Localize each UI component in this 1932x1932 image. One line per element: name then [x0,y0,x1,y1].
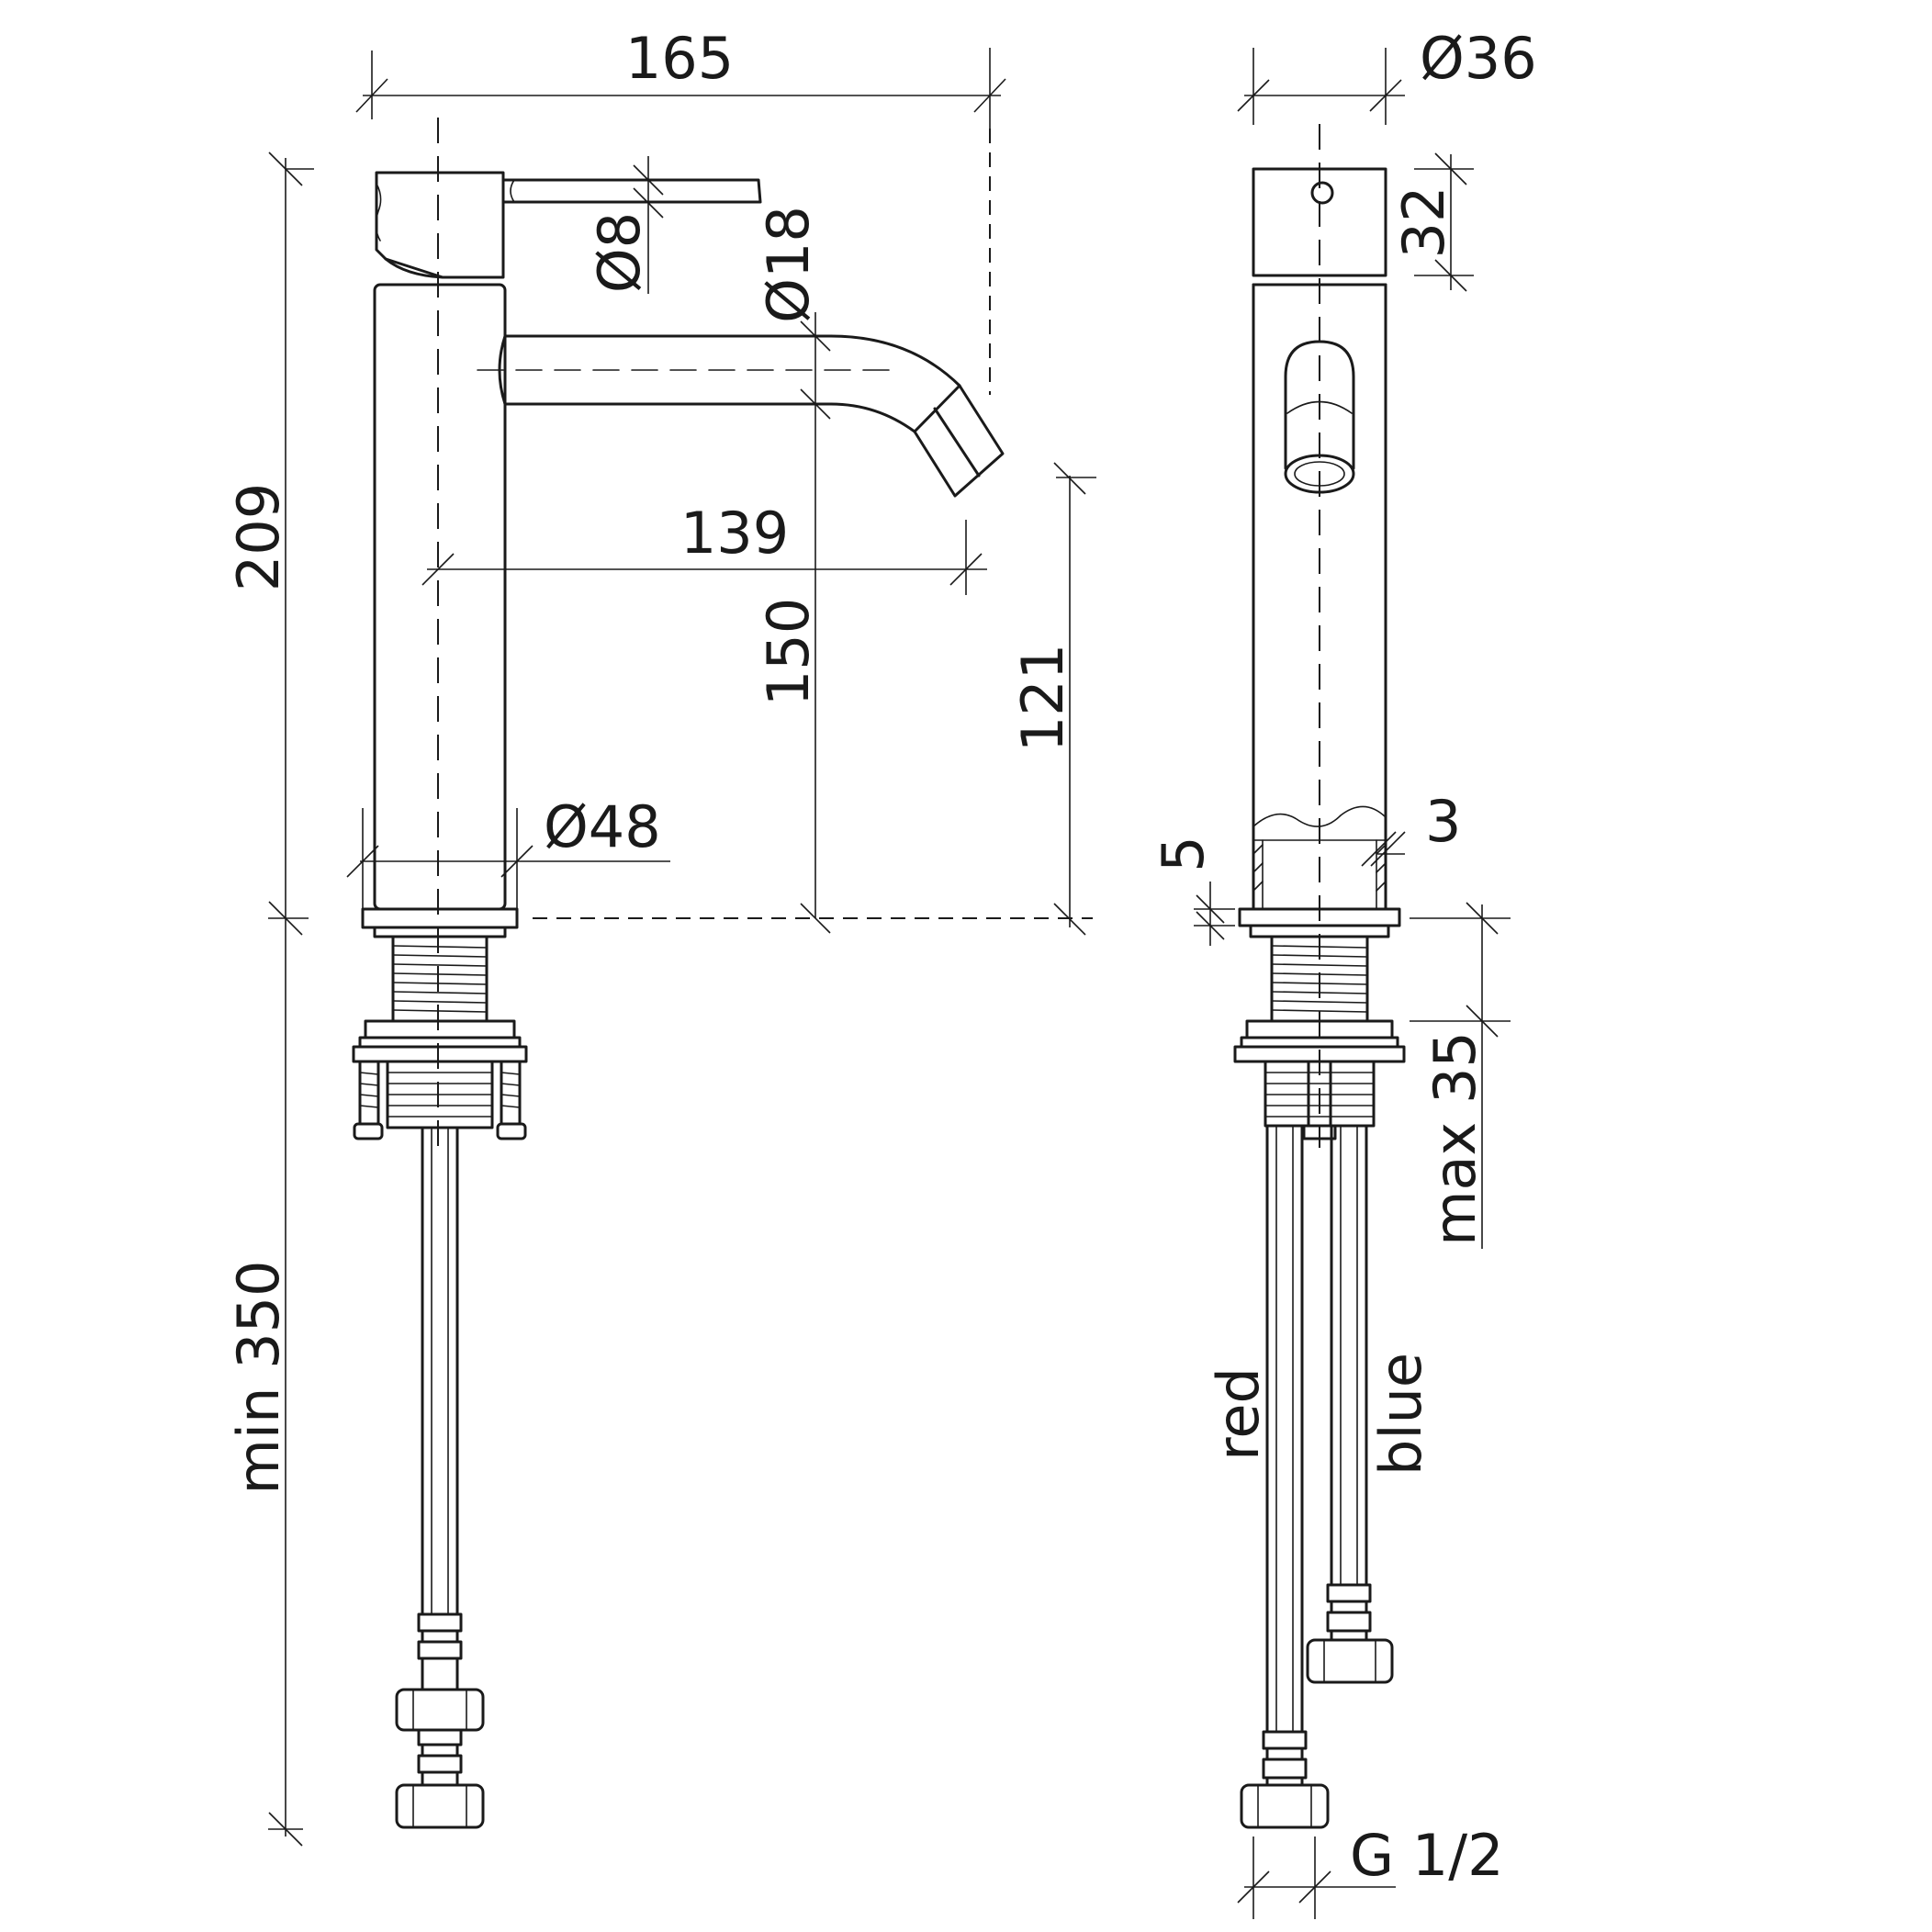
dim-label-139: 139 [680,500,789,567]
side-threaded-shank [1270,935,1369,1023]
dim-label-g12: G 1/2 [1350,1822,1504,1889]
blue-hose [1306,1124,1394,1684]
handle-block [375,171,505,279]
spout-outlet [1284,454,1355,494]
side-view [1233,124,1406,1829]
side-dimensions: Ø36 32 3 5 max 35 red blue [1150,25,1537,1919]
dim-label-165: 165 [625,25,734,92]
spout [503,334,961,388]
base-plate [361,907,519,929]
dim-label-209: 209 [225,483,292,591]
front-hose [421,1126,459,1616]
dim-label-32: 32 [1390,186,1457,259]
mounting-studs [353,1060,527,1140]
red-hose-nut [1240,1783,1330,1829]
lever-arm [501,178,762,204]
blue-hose-nut [1306,1638,1394,1684]
side-spout [1284,340,1355,470]
dim-label-d8: Ø8 [586,212,653,293]
dim-label-d18: Ø18 [755,206,822,323]
hose-label-blue: blue [1367,1353,1434,1476]
front-dimensions: 165 209 min 350 Ø8 Ø18 150 139 [225,25,1096,1847]
spout-tip [913,384,1005,498]
side-lever-block [1252,167,1387,277]
washer [364,1019,516,1039]
dim-label-max-35: max 35 [1421,1031,1488,1246]
threaded-shank [391,935,489,1023]
faucet-body [373,283,507,911]
front-view [352,118,1005,1829]
dim-label-d48: Ø48 [544,793,661,860]
front-hose-nut-upper [395,1688,485,1732]
dim-label-3: 3 [1425,788,1461,855]
mounting-plate [352,1045,528,1063]
dim-label-150: 150 [755,598,822,706]
dim-label-121: 121 [1009,644,1076,752]
dim-label-5: 5 [1150,836,1217,871]
dim-label-d36: Ø36 [1420,25,1537,92]
front-hose-nut-lower [395,1783,485,1829]
indicator-dot [1310,181,1334,205]
dim-label-min-350: min 350 [225,1261,292,1495]
lower-nut [386,1060,494,1129]
red-hose [1240,1124,1330,1829]
hose-label-red: red [1205,1367,1272,1461]
